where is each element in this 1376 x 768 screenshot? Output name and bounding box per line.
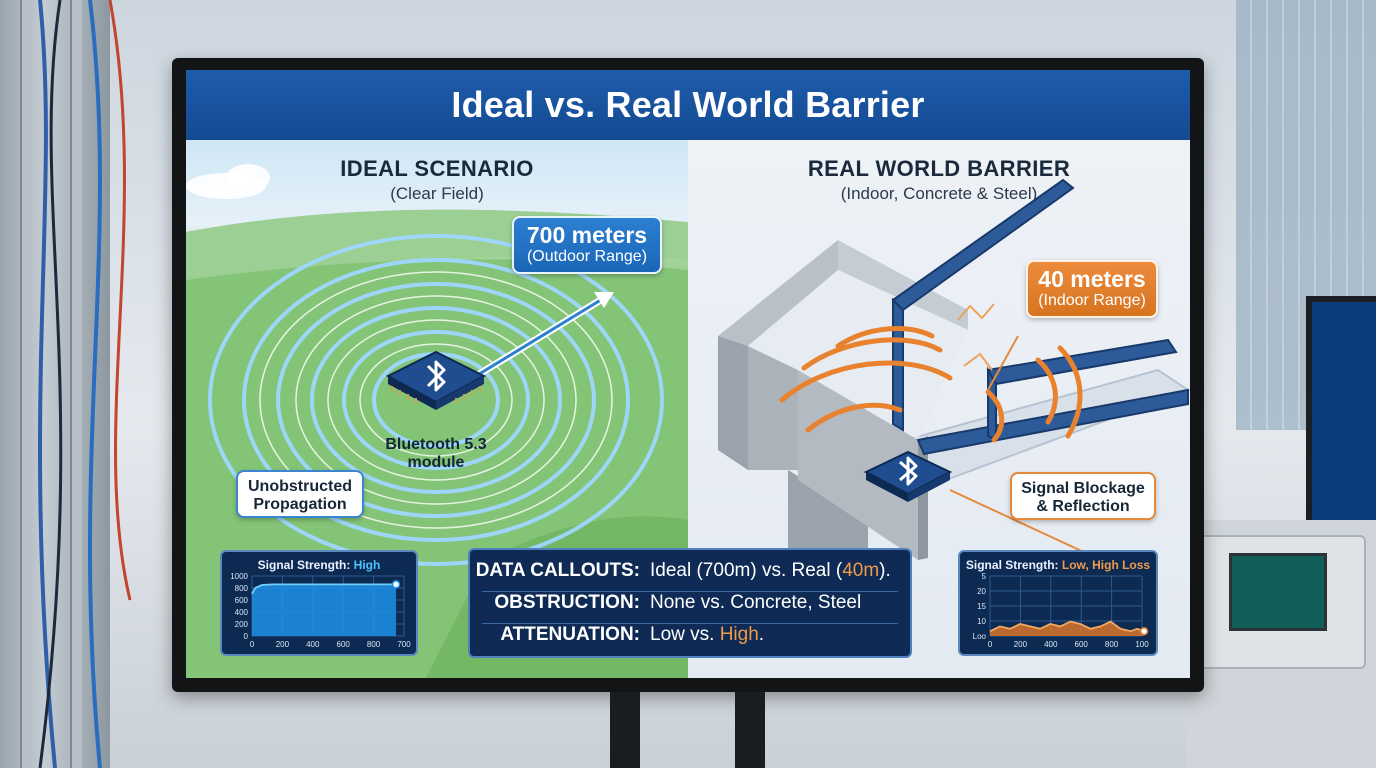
row-divider xyxy=(482,591,898,592)
rack-post xyxy=(20,0,32,768)
monitor-stand xyxy=(610,692,640,768)
series-line xyxy=(989,620,1145,633)
x-tick-label: 400 xyxy=(306,640,320,649)
bluetooth-icon xyxy=(899,456,918,486)
x-tick-label: 100 xyxy=(1135,640,1149,649)
lab-rack xyxy=(0,0,110,768)
cables xyxy=(38,0,132,768)
data-callout-value: Ideal (700m) vs. Real (40m). xyxy=(650,560,891,581)
real-signal-plot: Loo 10 15 20 5 0 200 400 600 800 100 xyxy=(973,572,1150,649)
y-tick-label: 800 xyxy=(235,584,249,593)
x-tick-label: 0 xyxy=(988,640,993,649)
ideal-signal-chart-title: Signal Strength: High xyxy=(222,558,416,572)
y-tick-label: 1000 xyxy=(230,572,248,581)
real-world-heading: REAL WORLD BARRIER xyxy=(807,156,1071,181)
indoor-range-value: 40 meters xyxy=(1038,266,1146,292)
infographic-screen: Ideal vs. Real World Barrier xyxy=(186,70,1190,678)
real-signal-chart: Signal Strength: Low, High Loss Loo 10 15 2… xyxy=(958,550,1158,656)
lab-monitor xyxy=(1306,296,1376,538)
data-callout-value: Low vs. High. xyxy=(650,624,765,645)
y-tick-label: 15 xyxy=(977,602,986,611)
x-tick-label: 0 xyxy=(250,640,255,649)
blockage-callout: Signal Blockage & Reflection xyxy=(1010,472,1156,520)
data-callouts-box: DATA CALLOUTS: Ideal (700m) vs. Real (40… xyxy=(468,548,912,658)
x-tick-label: 200 xyxy=(1014,640,1028,649)
y-tick-label: 0 xyxy=(244,632,249,641)
real-signal-chart-title: Signal Strength: Low, High Loss xyxy=(960,558,1156,572)
x-tick-label: 600 xyxy=(337,640,351,649)
indoor-range-callout: 40 meters (Indoor Range) xyxy=(1026,260,1158,318)
bluetooth-icon xyxy=(426,360,446,392)
oscilloscope-screen xyxy=(1229,553,1327,631)
page-title: Ideal vs. Real World Barrier xyxy=(451,84,925,125)
y-tick-label: 20 xyxy=(977,587,986,596)
x-tick-label: 600 xyxy=(1075,640,1089,649)
y-tick-label: 600 xyxy=(235,596,249,605)
real-signal-level: Low, High Loss xyxy=(1061,558,1151,572)
series-line xyxy=(251,583,396,595)
y-tick-label: 200 xyxy=(235,620,249,629)
data-callout-row: ATTENUATION: Low vs. High. xyxy=(470,624,910,654)
data-callout-key: ATTENUATION: xyxy=(500,624,640,645)
real-world-subheading: (Indoor, Concrete & Steel) xyxy=(840,184,1038,203)
outdoor-range-note: (Outdoor Range) xyxy=(526,248,648,266)
outdoor-range-value: 700 meters xyxy=(526,222,648,248)
row-divider xyxy=(482,623,898,624)
series-area xyxy=(252,584,396,636)
rack-post xyxy=(70,0,82,768)
y-tick-label: 5 xyxy=(982,572,987,581)
data-callout-value: None vs. Concrete, Steel xyxy=(650,592,862,613)
x-tick-label: 800 xyxy=(1105,640,1119,649)
title-bar: Ideal vs. Real World Barrier xyxy=(186,70,1190,140)
ideal-signal-plot: 0 200 400 600 800 1000 0 200 400 600 800 700 xyxy=(230,572,411,649)
y-tick-label: 400 xyxy=(235,608,249,617)
indoor-range-note: (Indoor Range) xyxy=(1038,292,1146,310)
blockage-line1: Signal Blockage xyxy=(1021,480,1145,497)
propagation-line2: Propagation xyxy=(253,496,347,514)
blockage-line2: & Reflection xyxy=(1036,498,1130,516)
data-callout-row: DATA CALLOUTS: Ideal (700m) vs. Real (40… xyxy=(470,560,910,592)
data-callout-key: OBSTRUCTION: xyxy=(494,592,640,613)
ideal-signal-level: High xyxy=(353,558,381,572)
ideal-signal-title-prefix: Signal Strength: xyxy=(257,558,354,572)
y-tick-label: 10 xyxy=(977,617,986,626)
y-tick-label: Loo xyxy=(973,632,987,641)
real-world-illustration xyxy=(718,178,1190,610)
x-tick-label: 400 xyxy=(1044,640,1058,649)
module-label-line1: Bluetooth 5.3 xyxy=(385,436,487,453)
module-label-line2: module xyxy=(407,454,465,472)
data-callout-key: DATA CALLOUTS: xyxy=(475,560,640,581)
oscilloscope xyxy=(1197,535,1366,669)
ideal-heading: IDEAL SCENARIO xyxy=(340,156,534,181)
data-callout-row: OBSTRUCTION: None vs. Concrete, Steel xyxy=(470,592,910,624)
end-point xyxy=(1139,626,1149,636)
end-point xyxy=(391,580,401,589)
outdoor-range-callout: 700 meters (Outdoor Range) xyxy=(512,216,662,274)
module-label: Bluetooth 5.3 module xyxy=(376,436,496,473)
real-signal-title-prefix: Signal Strength: xyxy=(965,558,1062,572)
x-tick-label: 200 xyxy=(276,640,290,649)
propagation-callout: Unobstructed Propagation xyxy=(236,470,364,518)
x-tick-label: 700 xyxy=(397,640,411,649)
monitor-stand xyxy=(735,692,765,768)
ideal-subheading: (Clear Field) xyxy=(390,184,484,203)
series-area xyxy=(990,621,1144,636)
propagation-line1: Unobstructed xyxy=(248,478,352,495)
x-tick-label: 800 xyxy=(367,640,381,649)
